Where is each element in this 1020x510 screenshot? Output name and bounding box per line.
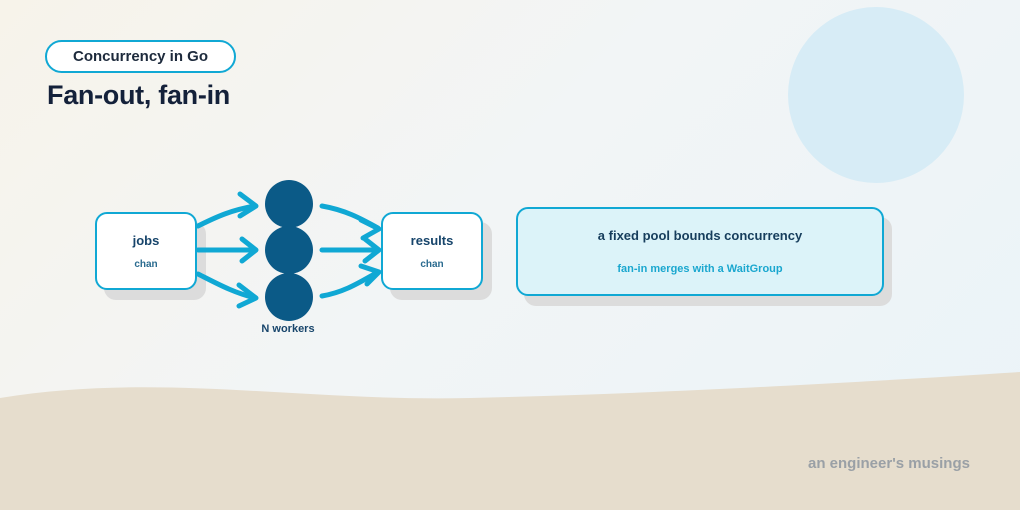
workers-label: N workers — [261, 323, 315, 335]
arrow-worker-1-to-results-head — [358, 217, 382, 241]
note-sub-text: fan-in merges with a WaitGroup — [617, 263, 783, 275]
worker-node-1 — [265, 180, 313, 228]
arrow-worker-2-to-results-head — [362, 236, 382, 264]
background-circle — [788, 7, 964, 183]
footer-credit: an engineer's musings — [808, 455, 970, 472]
arrow-jobs-to-worker-2-head — [239, 236, 259, 264]
arrow-jobs-to-worker-3-head — [236, 282, 259, 309]
arrow-worker-3-to-results-head — [358, 263, 382, 287]
jobs-box-subtitle: chan — [134, 258, 158, 270]
arrow-jobs-to-worker-1-head — [237, 191, 259, 219]
jobs-box-title: jobs — [132, 232, 160, 248]
page-title: Fan-out, fan-in — [47, 80, 230, 110]
note-box: a fixed pool bounds concurrency fan-in m… — [516, 207, 884, 296]
worker-node-2 — [265, 226, 313, 274]
results-box-subtitle: chan — [420, 258, 444, 270]
jobs-channel-box: jobs chan — [95, 212, 197, 290]
worker-node-3 — [265, 273, 313, 321]
note-main-text: a fixed pool bounds concurrency — [597, 228, 803, 243]
arrow-jobs-to-worker-1 — [195, 203, 258, 229]
arrow-jobs-to-worker-3 — [195, 271, 258, 301]
results-channel-box: results chan — [381, 212, 483, 290]
results-box-title: results — [410, 232, 454, 248]
topic-tag: Concurrency in Go — [45, 40, 236, 73]
